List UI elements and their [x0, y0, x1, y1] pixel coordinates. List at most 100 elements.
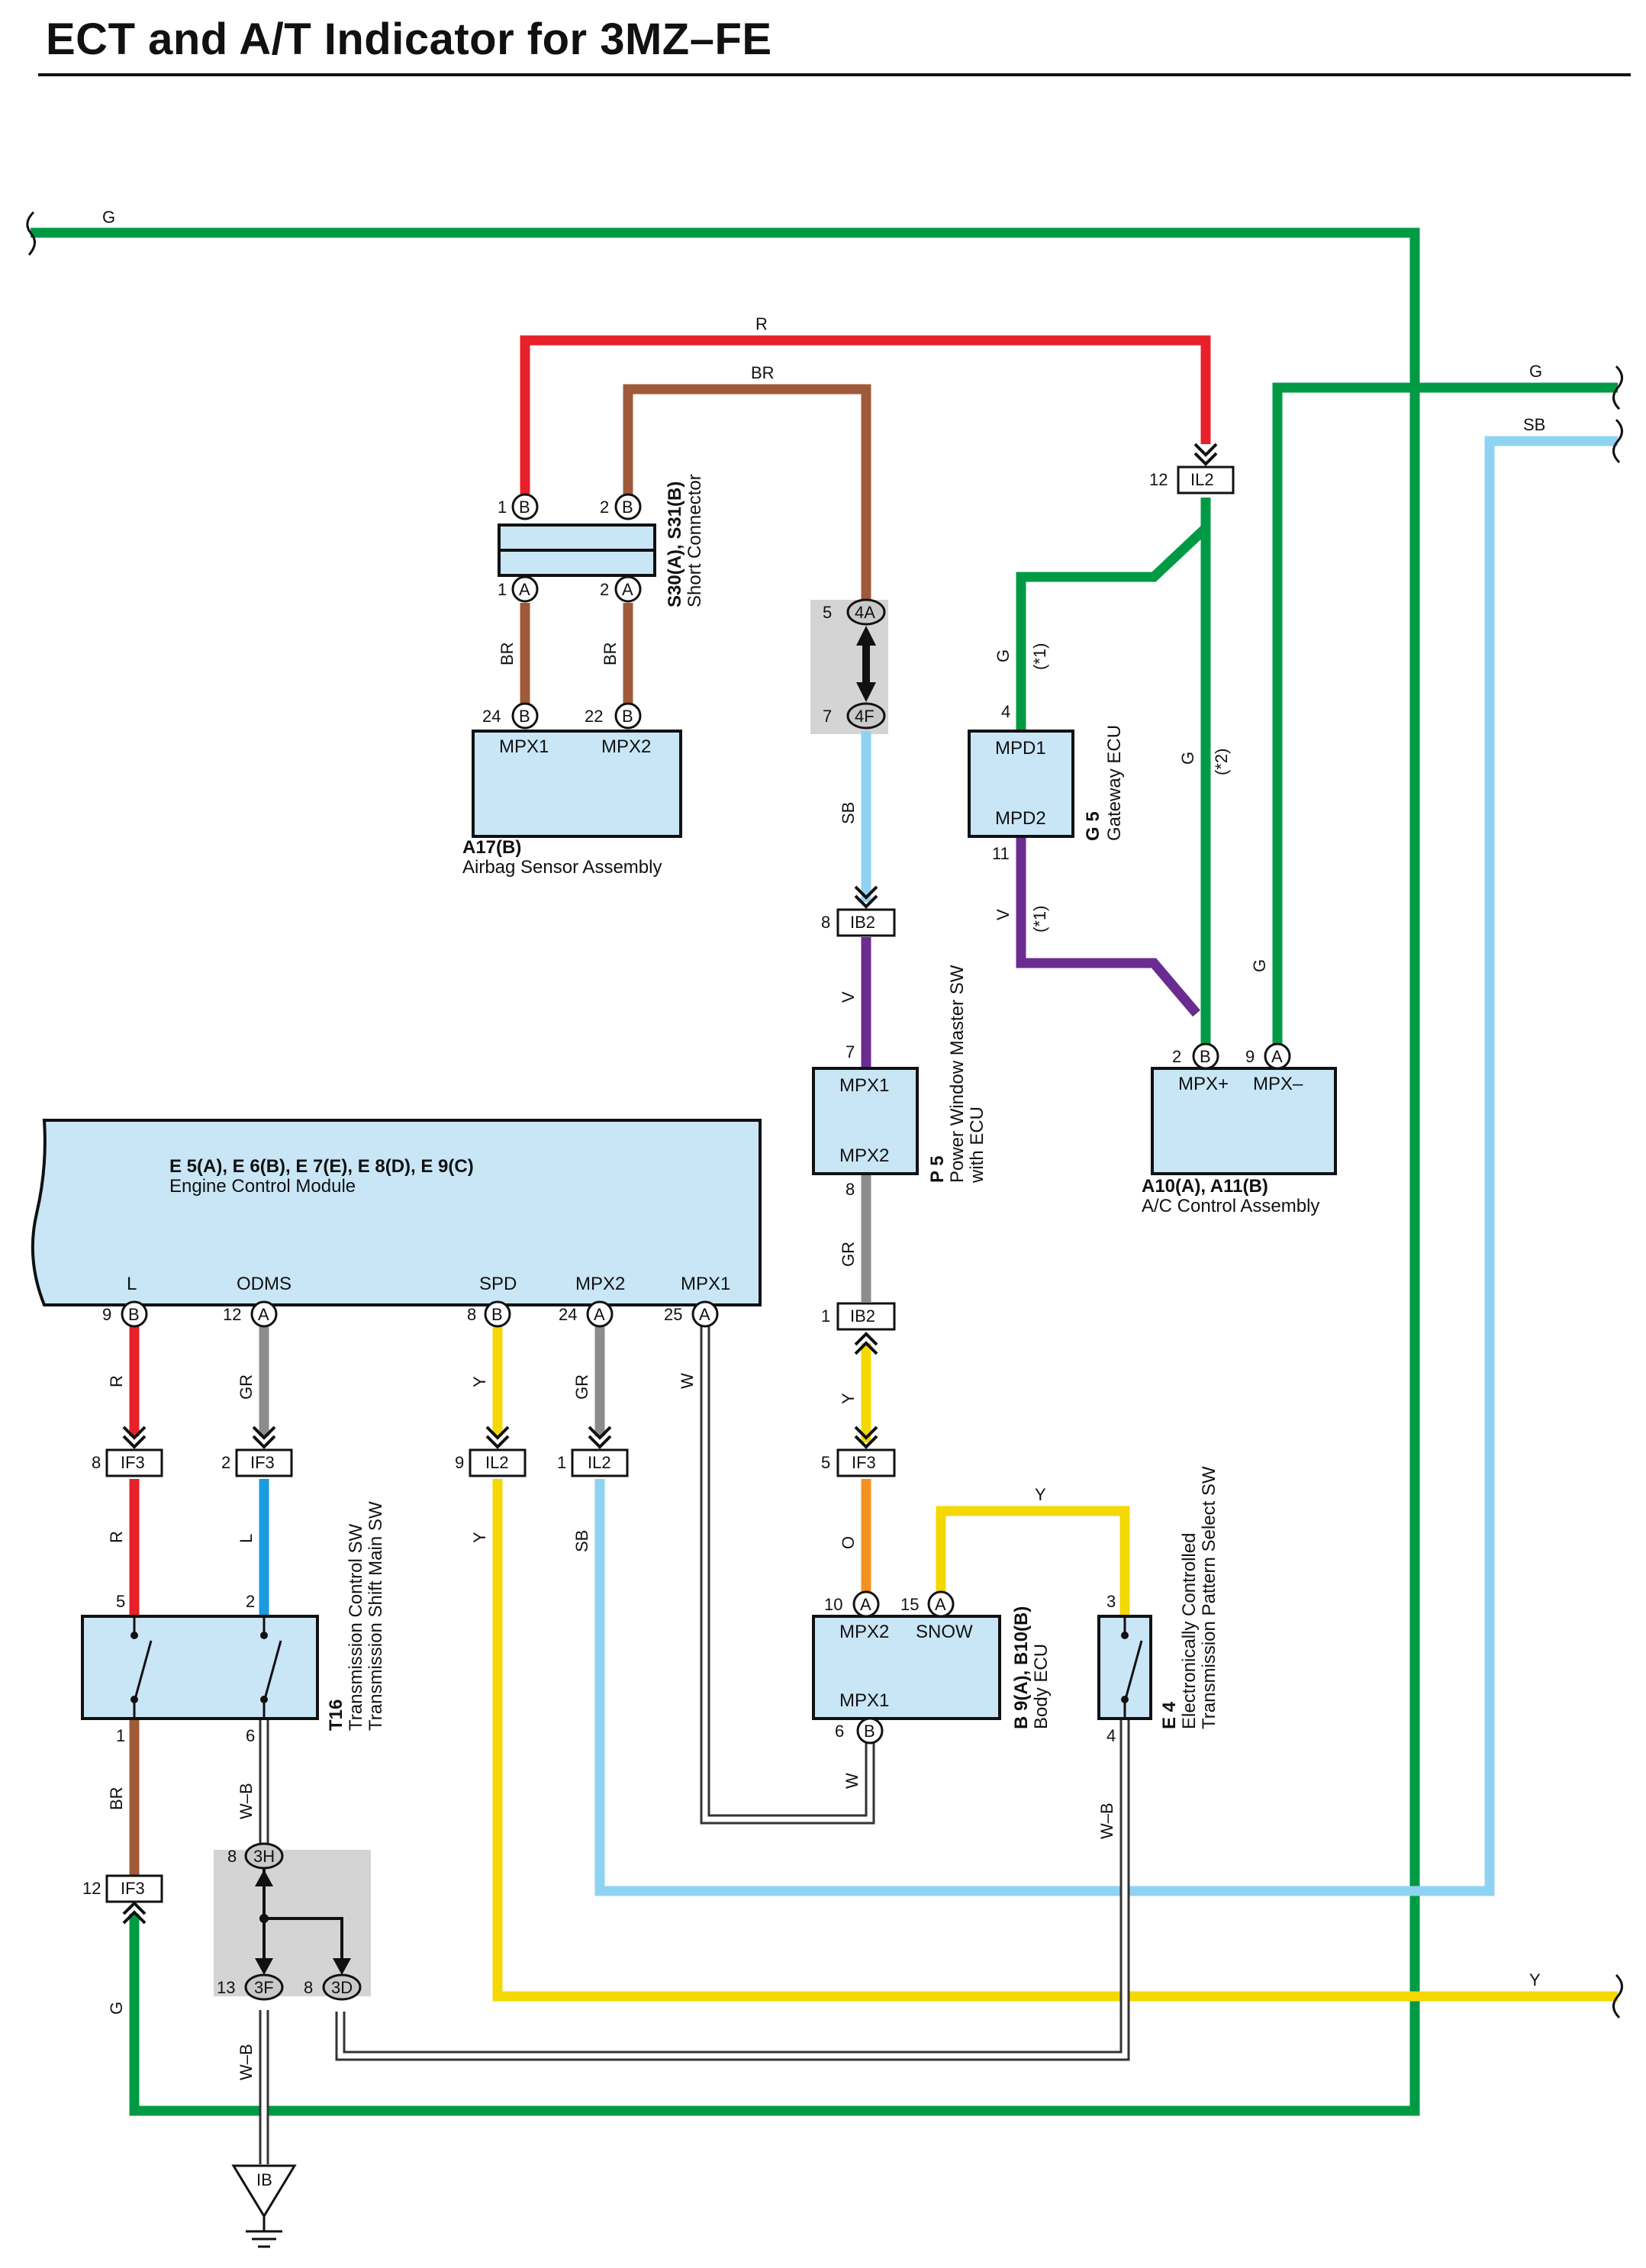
a17-pin-22-letter: B — [622, 707, 633, 726]
s30-pin1-top: 1 — [498, 498, 507, 517]
t16-box — [81, 1615, 319, 1720]
connector-if3-c — [836, 1448, 896, 1477]
splice-3f: 3F — [254, 1978, 274, 1997]
connector-il2-c-pin: 1 — [557, 1453, 566, 1472]
p5-name-1: Power Window Master SW — [947, 965, 968, 1183]
chevron-if3-c — [854, 1426, 878, 1449]
splice-4a: 4A — [855, 603, 875, 622]
wire-v-gw — [1016, 836, 1200, 1017]
connector-il2-top — [1177, 466, 1235, 495]
chevron-ib2-a — [854, 885, 878, 909]
label-y-e4: Y — [1035, 1485, 1046, 1504]
b9-pin-15-letter: A — [935, 1595, 946, 1614]
t16-switch-b — [263, 1616, 282, 1719]
chevron-if3-a — [122, 1426, 147, 1449]
a17-pin-24: 24 — [482, 707, 501, 726]
g5-pin-11: 11 — [992, 844, 1010, 863]
g5-pin-4: 4 — [1001, 702, 1010, 721]
s30-name: Short Connector — [684, 474, 705, 607]
label-br-left: BR — [498, 642, 517, 665]
b9-pin-10: 10 — [824, 1595, 842, 1614]
chevron-il2-c — [588, 1426, 612, 1449]
ecm-terminal-spd: SPD — [479, 1274, 517, 1294]
connector-ib2-a-pin: 8 — [821, 913, 830, 932]
page-title: ECT and A/T Indicator for 3MZ–FE — [46, 14, 772, 64]
s30-pin1-top-letter: B — [519, 498, 530, 517]
connector-il2-top-name: IL2 — [1190, 470, 1214, 489]
ecm-pin-9-letter: B — [128, 1305, 140, 1324]
b9-pin-6: 6 — [835, 1722, 844, 1741]
label-w-b9: W — [842, 1773, 862, 1789]
break-mark-right-g — [1612, 365, 1623, 411]
t16-pin-1: 1 — [116, 1726, 125, 1745]
chevron-if3-b — [252, 1426, 276, 1449]
power-window-box — [812, 1067, 919, 1175]
a17-terminal-mpx2: MPX2 — [601, 736, 651, 757]
t16-name-1: Transmission Control SW — [346, 1523, 366, 1731]
a10-pin-2-letter: B — [1200, 1047, 1211, 1066]
t16-switch-a — [133, 1616, 153, 1719]
t16-name-2: Transmission Shift Main SW — [366, 1501, 386, 1731]
splice-3-arrow-up — [255, 1870, 273, 1886]
label-w-ecm: W — [678, 1373, 697, 1389]
connector-il2-top-pin: 12 — [1149, 470, 1168, 489]
chevron-il2-b — [485, 1426, 510, 1449]
connector-if3-a-name: IF3 — [121, 1453, 145, 1472]
t16-pin-2: 2 — [246, 1592, 255, 1611]
p5-pin-8: 8 — [846, 1180, 855, 1199]
label-sb-4f: SB — [839, 802, 858, 824]
p5-pin-7: 7 — [846, 1042, 855, 1062]
label-r-ecm2: R — [107, 1531, 126, 1543]
b9-pin-10-letter: A — [860, 1595, 871, 1614]
wire-sb-right — [594, 436, 1618, 1896]
ecm-terminal-l: L — [127, 1274, 137, 1294]
wire-w-ecm-inner — [702, 1326, 873, 1822]
gateway-ecu-box — [968, 730, 1074, 838]
connector-ib2-a — [836, 908, 896, 937]
wire-y-e4 — [936, 1506, 1130, 1615]
b9-terminal-snow: SNOW — [916, 1622, 973, 1642]
g5-id: G 5 — [1083, 811, 1103, 841]
splice-3d: 3D — [331, 1978, 353, 1997]
s30-pin2-bottom: 2 — [600, 580, 609, 599]
wire-g-main — [31, 227, 1420, 2116]
label-g-top: G — [102, 208, 115, 227]
ground-lines — [246, 2216, 282, 2248]
break-mark-right-y — [1612, 1973, 1623, 2019]
splice-3f-pin: 13 — [217, 1978, 235, 1997]
ecm-pin-9: 9 — [102, 1305, 111, 1324]
b9-terminal-mpx1: MPX1 — [839, 1690, 889, 1711]
t16-pin-6: 6 — [246, 1726, 255, 1745]
break-mark-right-sb — [1612, 418, 1623, 464]
a17-id: A17(B) — [462, 837, 521, 858]
connector-if3-d — [105, 1874, 163, 1903]
label-wb-e4: W–B — [1097, 1802, 1116, 1839]
b9-id: B 9(A), B10(B) — [1011, 1606, 1032, 1729]
connector-if3-d-pin: 12 — [82, 1879, 101, 1898]
s30-pin2-top: 2 — [600, 498, 609, 517]
ground-label: IB — [256, 2170, 272, 2189]
connector-il2-b — [469, 1448, 527, 1477]
a10-terminal-mpx-plus: MPX+ — [1178, 1074, 1229, 1094]
label-g-gw1-note: (*1) — [1030, 643, 1049, 670]
label-g-right: G — [1529, 362, 1542, 381]
s30-id: S30(A), S31(B) — [665, 482, 685, 607]
label-br-t16: BR — [107, 1786, 126, 1810]
connector-if3-b-pin: 2 — [221, 1453, 230, 1472]
splice-4a-pin: 5 — [823, 603, 832, 622]
label-br-right: BR — [601, 642, 620, 665]
e4-switch — [1123, 1616, 1143, 1719]
label-v-p5: V — [839, 991, 858, 1003]
g5-terminal-mpd2: MPD2 — [995, 808, 1046, 829]
connector-if3-a-pin: 8 — [92, 1453, 101, 1472]
ac-control-box — [1151, 1067, 1337, 1175]
a10-terminal-mpx-minus: MPX– — [1253, 1074, 1303, 1094]
s30-pin1-bottom-letter: A — [519, 580, 530, 599]
connector-il2-c — [571, 1448, 629, 1477]
e4-name-1: Electronically Controlled — [1179, 1533, 1200, 1729]
chevron-if3-d — [122, 1901, 147, 1925]
a10-id: A10(A), A11(B) — [1142, 1176, 1268, 1197]
b9-terminal-mpx2: MPX2 — [839, 1622, 889, 1642]
p5-id: P 5 — [927, 1155, 948, 1183]
